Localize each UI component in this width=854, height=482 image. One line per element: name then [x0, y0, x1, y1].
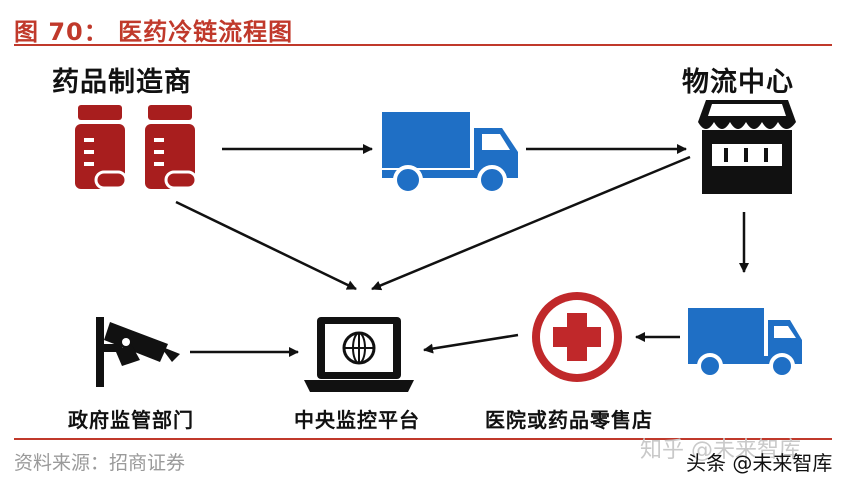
node-label-hospital-pharmacy: 医院或药品零售店: [485, 408, 653, 432]
node-label-manufacturer: 药品制造商: [52, 67, 192, 98]
arrow-hospital-to-platform: [423, 333, 519, 354]
watermark-toutiao: 头条 @未来智库: [686, 451, 833, 475]
node-label-gov-dept: 政府监管部门: [68, 408, 194, 432]
surveillance-camera-icon: [96, 317, 180, 387]
figure-source: 资料来源：招商证券: [14, 452, 186, 474]
delivery-truck-icon: [382, 112, 518, 195]
title-rule: [14, 44, 832, 46]
flow-arrows: [175, 144, 749, 357]
node-label-logistics-center: 物流中心: [682, 67, 794, 98]
delivery-truck-icon: [688, 308, 802, 379]
medical-cross-icon: [532, 292, 622, 382]
laptop-globe-icon: [304, 317, 414, 392]
figure-title: 图 70： 医药冷链流程图: [14, 18, 294, 46]
node-label-central-platform: 中央监控平台: [294, 408, 420, 432]
storefront-icon: [698, 100, 796, 194]
medicine-bottles-icon: [75, 105, 198, 190]
source-rule: [14, 438, 832, 440]
arrow-logistics-to-platform: [371, 155, 691, 291]
watermark-zhihu: 知乎 @未来智库: [640, 438, 801, 463]
arrow-manufacturer-to-platform: [175, 200, 357, 291]
